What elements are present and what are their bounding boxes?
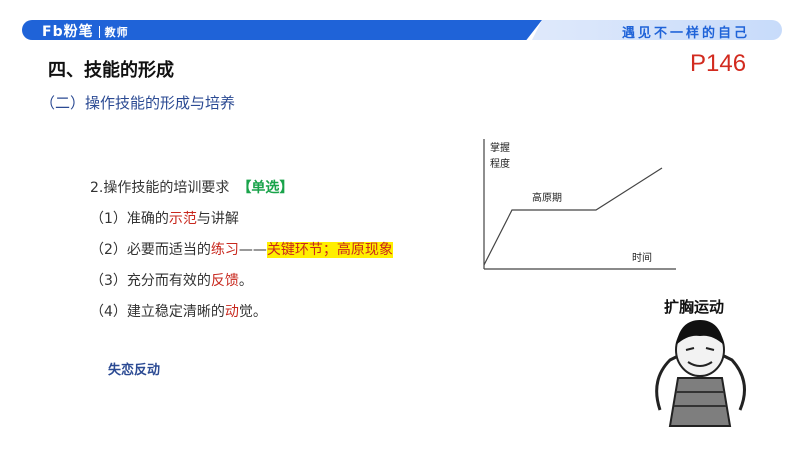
- meme-mouth: [687, 361, 713, 367]
- item-keyword: 反馈: [210, 273, 239, 289]
- slogan: 遇见不一样的自己: [621, 26, 750, 41]
- plateau-curve-diagram: 掌握 程度 高原期 时间: [483, 139, 676, 270]
- item-suffix: 。: [238, 273, 253, 289]
- plateau-label: 高原期: [532, 191, 562, 204]
- meme-caption: 扩胸运动: [664, 298, 725, 316]
- item-keyword: 练习: [210, 242, 239, 258]
- question-type-tag: 【单选】: [237, 180, 294, 196]
- highlighted-note: 关键环节；高原现象: [266, 242, 393, 258]
- section-subtitle: （二）操作技能的形成与培养: [40, 94, 236, 112]
- page-number: P146: [690, 50, 747, 77]
- y-axis-label-2: 程度: [490, 157, 510, 170]
- meme-body: [668, 377, 732, 427]
- item-prefix: （1）准确的: [90, 211, 169, 227]
- item-keyword: 示范: [168, 211, 197, 227]
- item-suffix: 与讲解: [196, 211, 239, 227]
- y-axis-label-1: 掌握: [490, 141, 510, 154]
- meme-left-arm: [655, 354, 679, 411]
- requirements-list: 2.操作技能的培训要求【单选】 （1）准确的示范与讲解 （2）必要而适当的练习—…: [90, 178, 393, 333]
- logo-divider: [98, 26, 100, 38]
- item-prefix: （2）必要而适当的: [90, 242, 211, 258]
- handwritten-note: 失恋反动: [108, 363, 161, 378]
- list-item: （2）必要而适当的练习——关键环节；高原现象: [90, 240, 393, 271]
- logo-main: Fb粉笔: [42, 24, 94, 40]
- meme-right-arm: [723, 354, 746, 411]
- brand-logo: Fb粉笔教师: [42, 21, 129, 41]
- item-suffix: 觉。: [238, 304, 267, 320]
- item-prefix: （3）充分而有效的: [90, 273, 211, 289]
- brand-band: [22, 20, 542, 40]
- item-keyword: 动: [224, 304, 239, 320]
- list-item: （3）充分而有效的反馈。: [90, 271, 393, 302]
- meme-figure: [655, 320, 746, 427]
- meme-eyes: [685, 347, 715, 351]
- meme-hair: [676, 320, 724, 345]
- item-prefix: （4）建立稳定清晰的: [90, 304, 225, 320]
- x-axis-label: 时间: [632, 251, 652, 264]
- heading-text: 2.操作技能的培训要求: [90, 180, 230, 196]
- list-item: （4）建立稳定清晰的动觉。: [90, 302, 393, 333]
- top-banner: Fb粉笔教师 遇见不一样的自己: [22, 20, 782, 41]
- slogan-band: [532, 20, 782, 40]
- logo-sub: 教师: [104, 26, 129, 39]
- list-heading: 2.操作技能的培训要求【单选】: [90, 178, 393, 209]
- learning-curve: [483, 167, 663, 266]
- list-item: （1）准确的示范与讲解: [90, 209, 393, 240]
- page-title: 四、技能的形成: [48, 60, 174, 81]
- item-dash: ——: [238, 242, 267, 258]
